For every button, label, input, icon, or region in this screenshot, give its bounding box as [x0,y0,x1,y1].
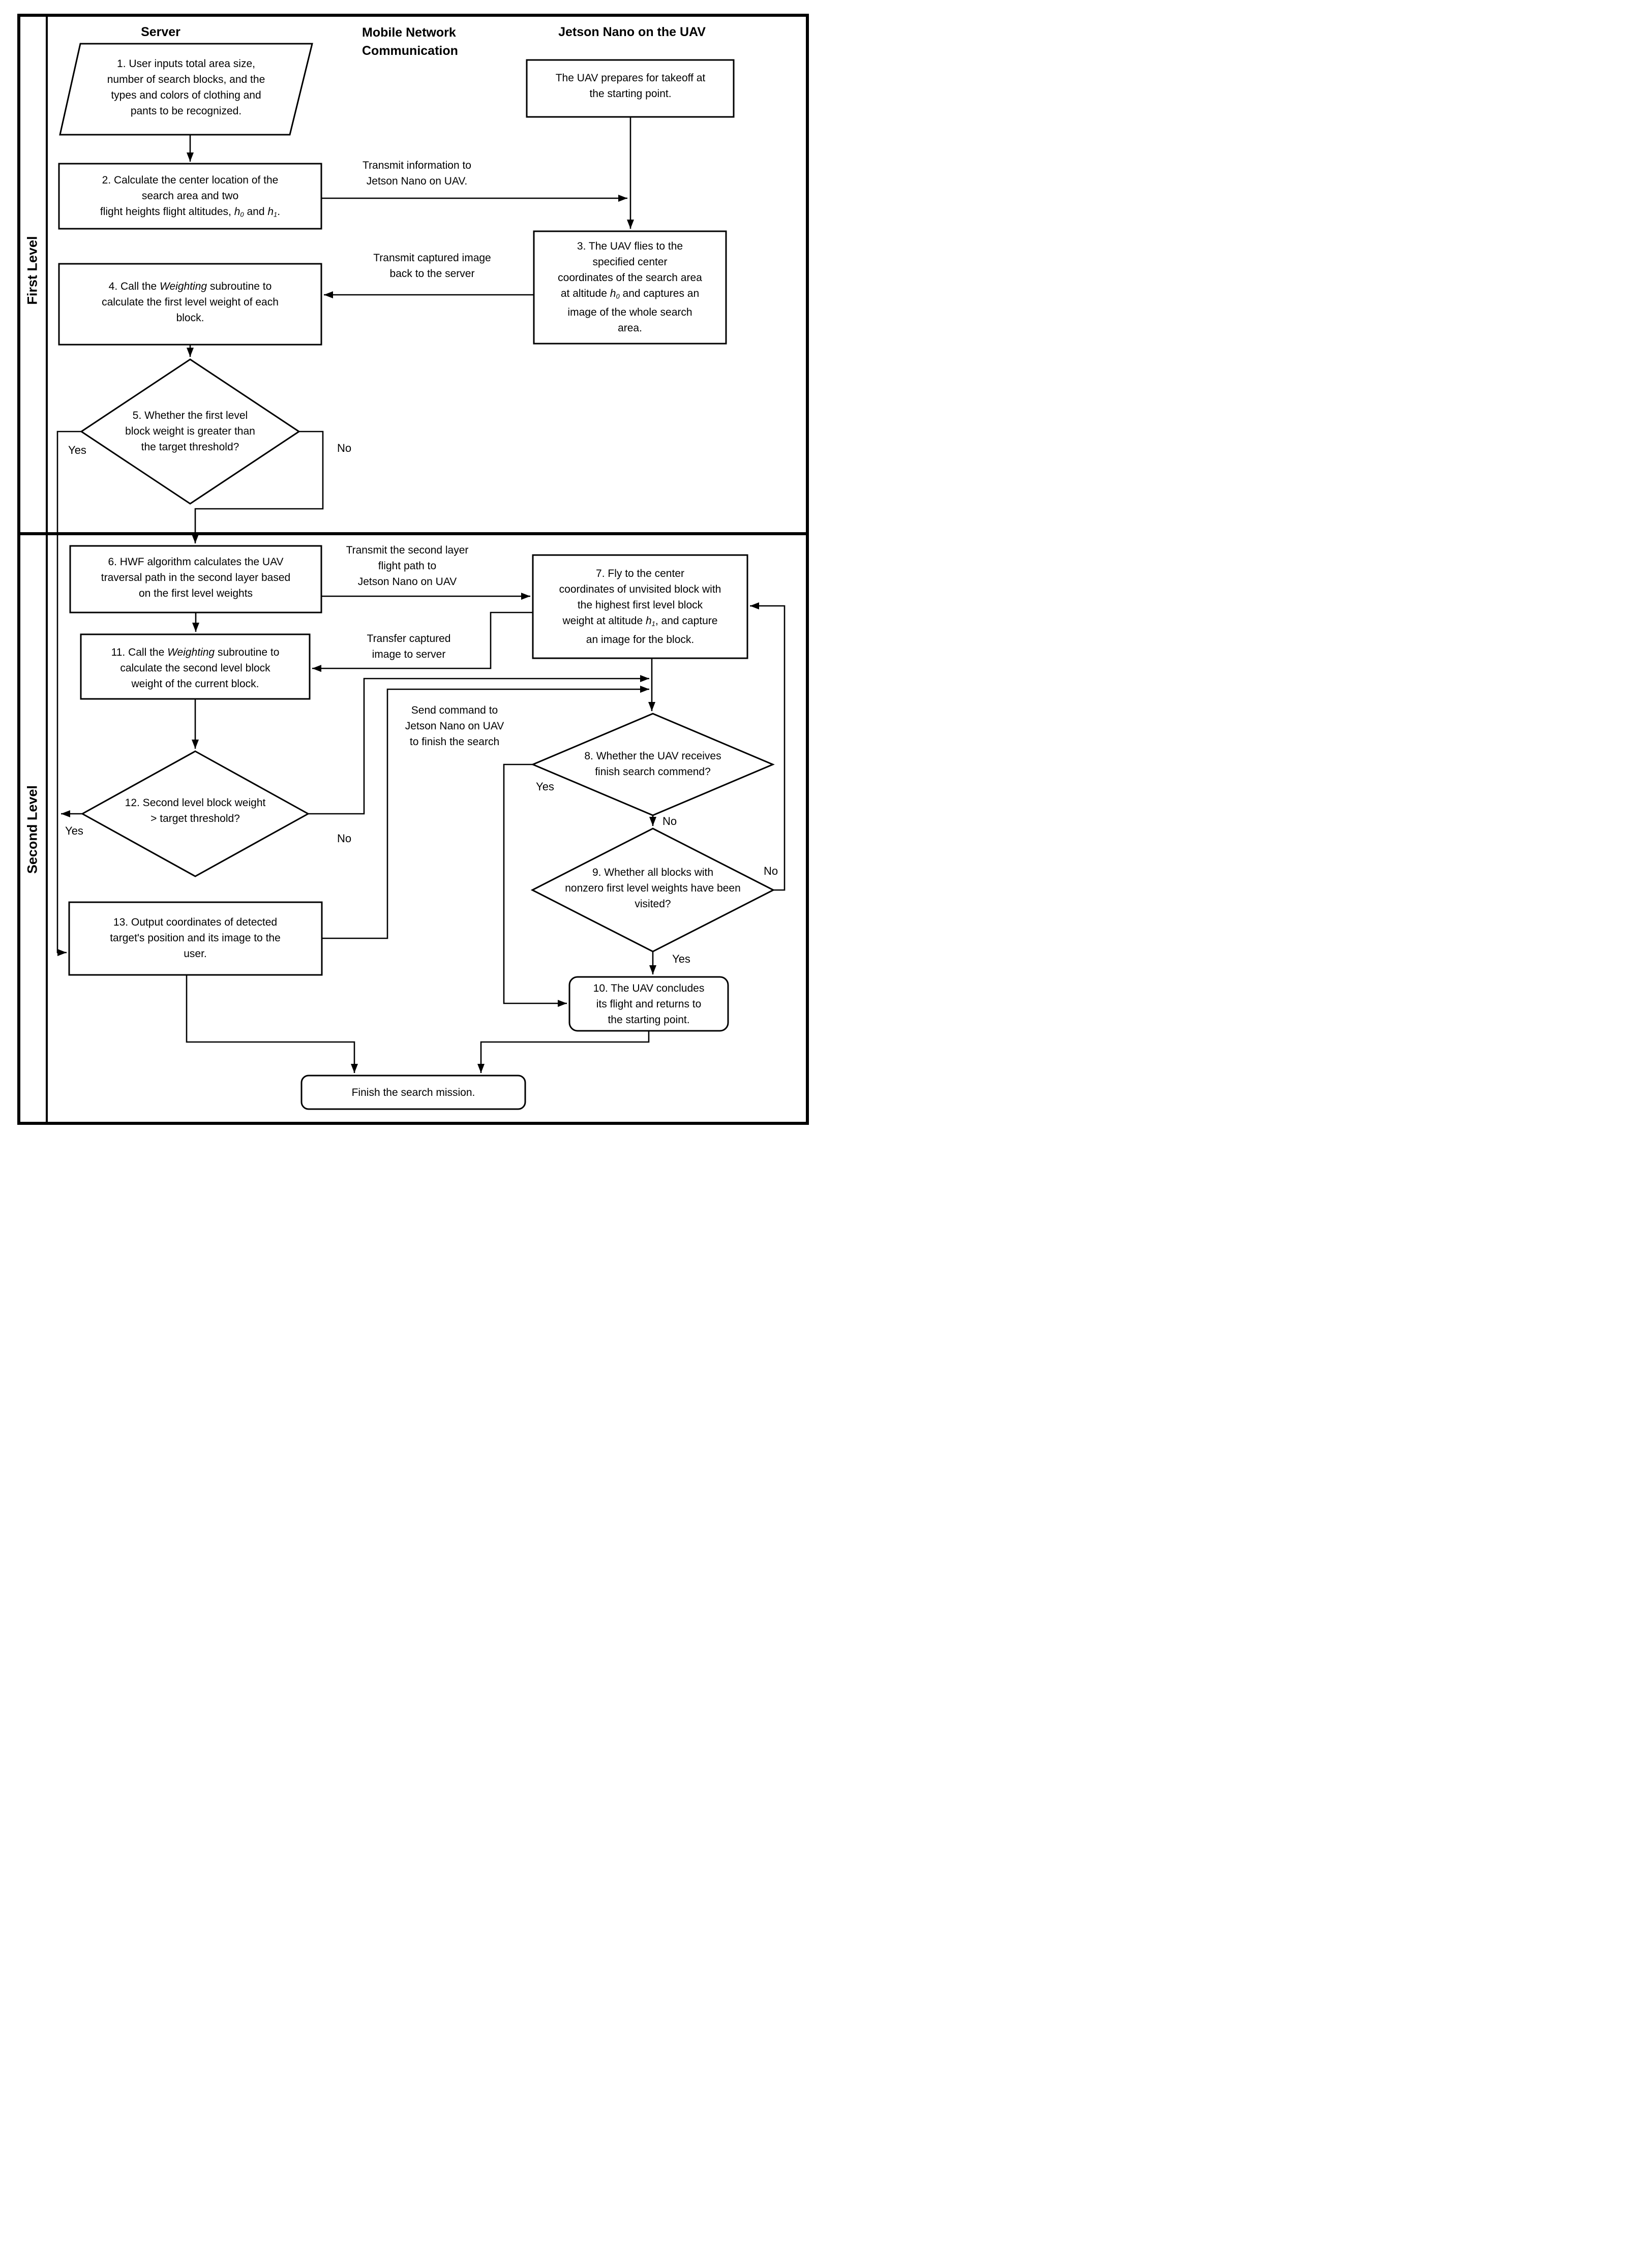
node-finish-text: Finish the search mission. [351,1087,475,1098]
flowchart-canvas: First Level Second Level Server Mobile N… [0,0,814,1134]
branch-label-d5-yes: Yes [68,444,86,456]
node-2-box [58,163,322,230]
edge-output13-to-finish [186,975,358,1073]
node-finish-rounded-box [300,1075,526,1110]
flowchart-drawing [17,14,809,1125]
edge-output13-sendfinish-to-dec8 [322,686,649,939]
node-6-box [69,545,322,614]
edge-dec5-no-to-hwf6 [192,431,324,543]
lane-header-jetson-nano: Jetson Nano on the UAV [558,25,706,39]
second-level-label: Second Level [24,785,40,874]
edge-fly7-to-weight11 [312,611,533,672]
decision-8-diamond [531,713,775,816]
edge-dec8-yes-to-conclude10 [503,763,567,1007]
branch-label-d9-no: No [763,865,778,877]
decision-9-diamond [530,827,775,953]
branch-label-d9-yes: Yes [672,953,690,965]
branch-label-d5-no: No [337,442,352,454]
branch-label-d12-yes: Yes [65,824,83,837]
edge-dec5-yes-to-output13 [56,431,81,956]
node-11-box [80,633,311,700]
edge-dec12-no-to-dec8 [308,675,649,815]
branch-label-d12-no: No [337,832,352,845]
node-1-parallelogram [59,43,313,136]
edge-dec9-no-to-fly7 [750,602,786,891]
node-1-text: 1. User inputs total area size,number of… [107,58,265,117]
node-4-box [58,263,322,346]
node-3-box [533,230,727,345]
node-10-rounded-box [568,976,729,1032]
outer-frame [17,14,809,1125]
node-prep-box [526,59,735,118]
branch-label-d8-no: No [662,815,677,827]
branch-label-d8-yes: Yes [536,780,554,793]
node-7-box [532,554,748,659]
first-level-label: First Level [24,236,40,305]
decision-12-text: 12. Second level block weight> target th… [125,797,266,824]
decision-12-diamond [80,750,310,877]
decision-5-diamond [80,358,300,505]
edge-conclude10-to-finish [477,1031,650,1073]
node-13-box [68,901,323,976]
lane-header-server: Server [141,25,180,39]
